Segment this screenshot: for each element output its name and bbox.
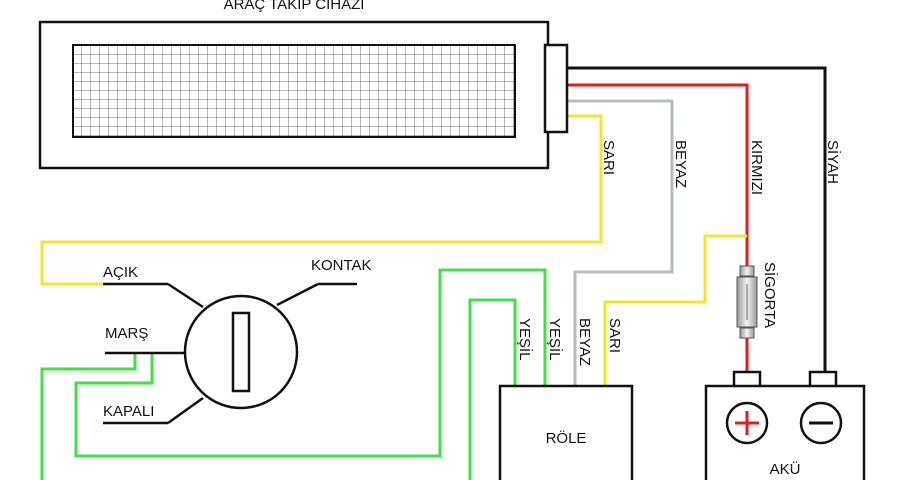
label-siyah: SİYAH: [824, 140, 842, 184]
tracking-device: ARAÇ TAKİP CİHAZI: [38, 0, 569, 170]
label-acik: AÇIK: [103, 264, 138, 281]
wire-green-1: [74, 268, 547, 458]
label-mars: MARŞ: [105, 325, 148, 342]
relay-label: RÖLE: [546, 429, 587, 447]
label-relay-yesil-1: YEŞİL: [516, 318, 534, 361]
device-title: ARAÇ TAKİP CİHAZI: [224, 0, 365, 13]
wire-white: [568, 99, 674, 386]
relay: RÖLE YEŞİL YEŞİL BEYAZ SARI: [498, 318, 634, 480]
switch-key-slot: [231, 311, 251, 393]
label-sari-top: SARI: [600, 140, 617, 175]
label-kapali: KAPALI: [103, 403, 154, 420]
battery: AKÜ: [704, 370, 866, 480]
battery-label: AKÜ: [770, 460, 801, 478]
wire-red: [568, 83, 749, 372]
wire-green-3: [40, 353, 137, 480]
label-beyaz-top: BEYAZ: [672, 140, 689, 188]
fuse: SİGORTA: [736, 262, 779, 339]
wire-green-2: [468, 298, 517, 480]
label-relay-yesil-2: YEŞİL: [546, 318, 564, 361]
wire-yellow-device: [40, 114, 603, 286]
device-display: [72, 44, 516, 138]
device-connector: [543, 43, 569, 134]
wire-yellow-relay: [603, 234, 747, 386]
label-sigorta: SİGORTA: [761, 262, 779, 328]
wire-black: [568, 66, 827, 372]
label-relay-sari: SARI: [606, 318, 623, 353]
ignition-switch: AÇIK KONTAK MARŞ KAPALI: [103, 257, 372, 425]
label-kontak: KONTAK: [311, 257, 372, 274]
label-relay-beyaz: BEYAZ: [576, 318, 593, 366]
label-kirmizi: KIRMIZI: [748, 140, 765, 195]
relay-body: [498, 384, 634, 480]
